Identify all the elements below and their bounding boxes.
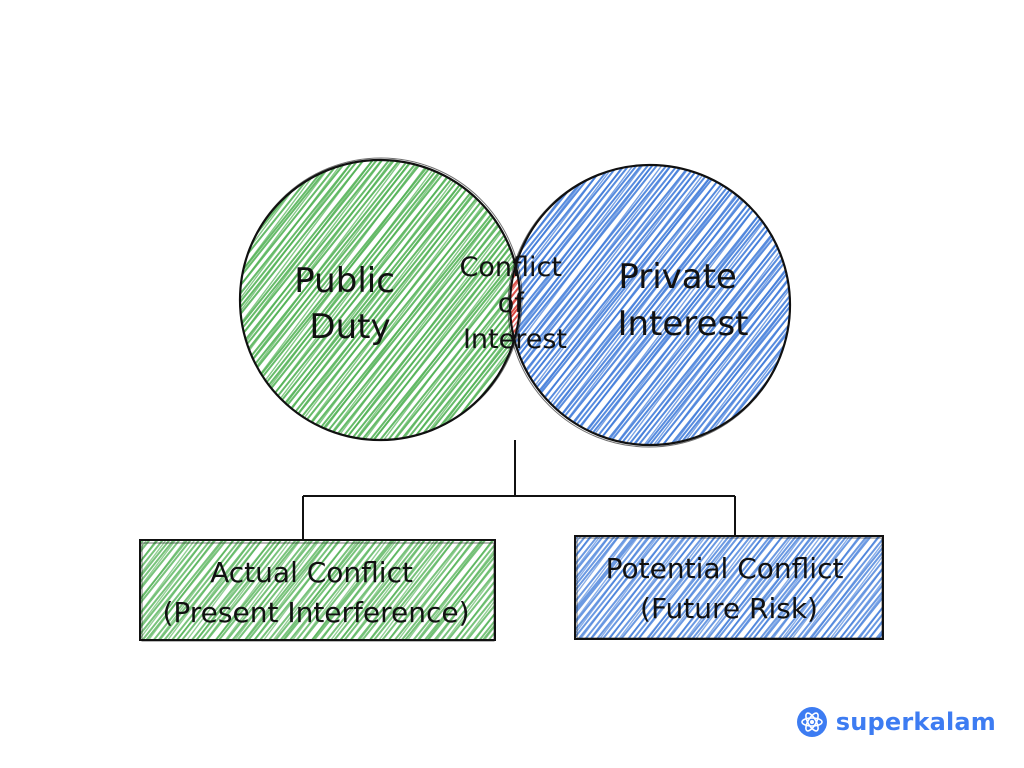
hatch-boxR-strokes-2 bbox=[575, 536, 883, 639]
private-interest-label: Private Interest bbox=[617, 257, 748, 344]
overlap-outer bbox=[510, 165, 520, 440]
actual-conflict-label: Actual Conflict (Present Interference) bbox=[162, 556, 469, 629]
private-interest-line-2: Interest bbox=[617, 304, 748, 344]
potential-conflict-label: Potential Conflict (Future Risk) bbox=[606, 552, 853, 625]
public-duty-line-2: Duty bbox=[309, 307, 390, 347]
hatch-left-strokes-2 bbox=[240, 160, 520, 440]
public-duty-hatching bbox=[240, 160, 520, 440]
public-duty-line-1: Public bbox=[294, 261, 395, 301]
connector-lines bbox=[302, 440, 736, 540]
private-interest-line-1: Private bbox=[618, 257, 737, 297]
atom-icon bbox=[796, 707, 827, 737]
overlap-strokes-group bbox=[510, 165, 520, 440]
potential-conflict-hatching bbox=[575, 536, 883, 639]
public-duty-label: Public Duty bbox=[294, 261, 405, 347]
superkalam-logo: superkalam bbox=[796, 706, 996, 738]
hatch-boxR-strokes bbox=[575, 536, 883, 639]
public-duty-circle-sketch bbox=[239, 157, 523, 441]
hatch-overlap-strokes-group-strokes bbox=[510, 165, 520, 440]
potential-conflict-line-1: Potential Conflict bbox=[606, 552, 844, 585]
conflict-line-1: Conflict bbox=[459, 252, 561, 283]
actual-conflict-line-2: (Present Interference) bbox=[162, 596, 469, 629]
conflict-overlap-hatching bbox=[510, 165, 520, 440]
hatch-boxL-strokes bbox=[140, 540, 495, 640]
hatch-boxL-strokes-2 bbox=[140, 540, 495, 640]
actual-conflict-box-sketch bbox=[141, 542, 495, 642]
potential-conflict-line-2: (Future Risk) bbox=[640, 592, 818, 625]
conflict-of-interest-label: Conflict of Interest bbox=[459, 252, 570, 355]
potential-conflict-box-sketch bbox=[576, 537, 883, 639]
actual-conflict-line-1: Actual Conflict bbox=[210, 556, 413, 589]
brand-name: superkalam bbox=[835, 708, 996, 736]
hatch-left-strokes bbox=[240, 160, 520, 440]
conflict-line-2: of bbox=[498, 288, 526, 319]
hatch-right-strokes bbox=[510, 165, 790, 445]
actual-conflict-box bbox=[139, 539, 496, 641]
private-interest-circle-sketch bbox=[507, 164, 791, 448]
overlap-inner bbox=[510, 165, 520, 440]
conflict-line-3: Interest bbox=[463, 324, 567, 355]
potential-conflict-box bbox=[574, 535, 884, 640]
actual-conflict-hatching bbox=[140, 540, 495, 640]
